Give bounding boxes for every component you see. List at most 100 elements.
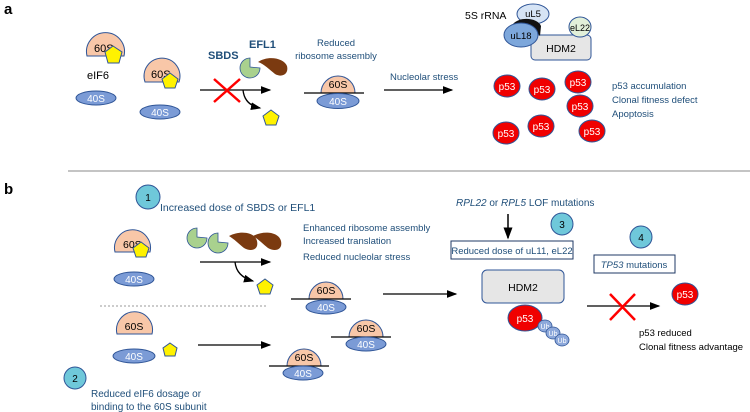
hdm2-label-b: HDM2	[508, 282, 538, 294]
efl1-shape	[229, 232, 258, 250]
p53-bound-hdm2: p53	[507, 304, 543, 332]
svg-text:40S: 40S	[357, 340, 375, 351]
svg-text:1: 1	[145, 193, 151, 204]
sbds-label: SBDS	[208, 50, 239, 62]
ul5-label: uL5	[525, 9, 541, 20]
ubiquitin-chain: Ub Ub Ub	[537, 319, 570, 347]
eif6-pentagon-free	[162, 342, 178, 357]
svg-text:p53: p53	[584, 127, 601, 138]
assembled-ribosome-b3: 60S 40S	[331, 319, 391, 352]
p53-molecule: p53	[528, 77, 556, 101]
panel-b-label: b	[4, 181, 13, 198]
p53-molecule: p53	[492, 121, 520, 145]
svg-text:p53: p53	[499, 82, 516, 93]
p53-molecule: p53	[564, 70, 592, 94]
svg-text:60S: 60S	[357, 323, 376, 335]
release-arrow-b	[234, 261, 255, 283]
tp53-mutations-box	[593, 254, 676, 274]
svg-text:3: 3	[559, 220, 565, 231]
subunit-60s-with-eif6-b: 60S	[114, 229, 151, 258]
p53-free-b: p53	[671, 282, 699, 306]
subunit-40s-b2: 40S	[112, 348, 156, 364]
outcome-b-2: Clonal fitness advantage	[639, 342, 743, 353]
subunit-40s-1: 40S	[75, 90, 117, 106]
svg-text:p53: p53	[533, 122, 550, 133]
svg-text:p53: p53	[534, 85, 551, 96]
svg-text:Ub: Ub	[558, 338, 567, 345]
outcome-a-3: Apoptosis	[612, 109, 654, 120]
nucleolar-stress-label: Nucleolar stress	[390, 72, 458, 83]
step2-line2: binding to the 60S subunit	[91, 402, 207, 412]
subunit-60s-with-eif6-2: 60S	[143, 57, 181, 89]
assembled-ribosome-b2: 60S 40S	[269, 348, 329, 381]
svg-text:40S: 40S	[294, 369, 312, 380]
svg-text:p53: p53	[570, 78, 587, 89]
svg-text:p53: p53	[517, 314, 534, 325]
reduced-assembly-line2: ribosome assembly	[295, 51, 377, 62]
release-arrow	[242, 89, 262, 111]
efl1-shape	[253, 232, 282, 250]
forty-s-label: 40S	[87, 94, 105, 105]
svg-text:p53: p53	[677, 290, 694, 301]
enhanced-line-1: Enhanced ribosome assembly	[303, 223, 431, 234]
hdm2-label-a: HDM2	[546, 43, 576, 55]
step-badge-1: 1	[135, 184, 161, 210]
svg-text:Ub: Ub	[541, 324, 550, 331]
efl1-label: EFL1	[249, 39, 276, 51]
svg-text:Ub: Ub	[549, 331, 558, 338]
outcome-a-2: Clonal fitness defect	[612, 95, 698, 106]
enhanced-line-2: Increased translation	[303, 236, 391, 247]
ubiquitin: Ub	[554, 333, 570, 347]
eif6-pentagon	[132, 241, 150, 258]
eif6-label: eIF6	[87, 70, 109, 82]
eif6-pentagon	[161, 72, 179, 89]
reduced-stress-text: Reduced nucleolar stress	[303, 252, 410, 263]
outcome-b-1: p53 reduced	[639, 328, 692, 339]
tp53-mutations-text: TP53 mutations	[601, 260, 668, 271]
sbds-shape	[186, 227, 208, 249]
efl1-shape	[258, 58, 288, 76]
assembled-ribosome-b1: 60S 40S	[291, 281, 351, 315]
ul18-label: uL18	[510, 31, 531, 42]
subunit-60s-with-eif6-1: 60S	[86, 32, 125, 64]
assembled-ribosome-a: 60S 40S	[304, 75, 364, 109]
step-badge-3: 3	[550, 212, 574, 236]
forty-s-label: 40S	[151, 108, 169, 119]
eif6-pentagon-released	[262, 109, 280, 126]
outcome-a-1: p53 accumulation	[612, 81, 686, 92]
p53-molecule: p53	[493, 74, 521, 98]
reduced-dose-box	[450, 240, 574, 260]
svg-text:40S: 40S	[317, 303, 335, 314]
eif6-pentagon	[104, 45, 123, 64]
reduced-dose-text: Reduced dose of uL11, eL22	[451, 246, 572, 257]
svg-text:p53: p53	[498, 129, 515, 140]
lof-mutations-text: RPL22 or RPL5 LOF mutations	[456, 198, 594, 209]
svg-text:p53: p53	[572, 102, 589, 113]
el22-shape	[568, 16, 592, 38]
p53-cluster: p53 p53 p53 p53 p53 p53 p53	[492, 70, 606, 145]
sbds-shape	[207, 232, 229, 254]
svg-text:60S: 60S	[317, 285, 336, 297]
forty-s-label: 40S	[329, 97, 347, 108]
svg-text:4: 4	[638, 233, 644, 244]
svg-text:2: 2	[72, 374, 78, 385]
eif6-pentagon-released	[256, 278, 274, 295]
svg-text:40S: 40S	[125, 275, 143, 286]
rrna-5s-label: 5S rRNA	[465, 10, 506, 22]
step2-line1: Reduced eIF6 dosage or	[91, 389, 202, 400]
sixty-s-label: 60S	[329, 79, 348, 91]
step-badge-4: 4	[629, 225, 653, 249]
hdm2-box-b	[481, 269, 565, 304]
red-cross-icon	[609, 293, 636, 321]
reduced-assembly-line1: Reduced	[317, 38, 355, 49]
svg-text:40S: 40S	[125, 352, 143, 363]
step1-text: Increased dose of SBDS or EFL1	[160, 202, 315, 214]
hdm2-box-a	[530, 34, 592, 61]
svg-text:60S: 60S	[295, 352, 314, 364]
red-cross-icon	[213, 78, 241, 103]
subunit-40s-b1: 40S	[113, 271, 155, 287]
el22-label: eL22	[570, 23, 590, 33]
step-badge-2: 2	[63, 366, 87, 390]
subunit-60s-b2: 60S	[116, 311, 153, 335]
